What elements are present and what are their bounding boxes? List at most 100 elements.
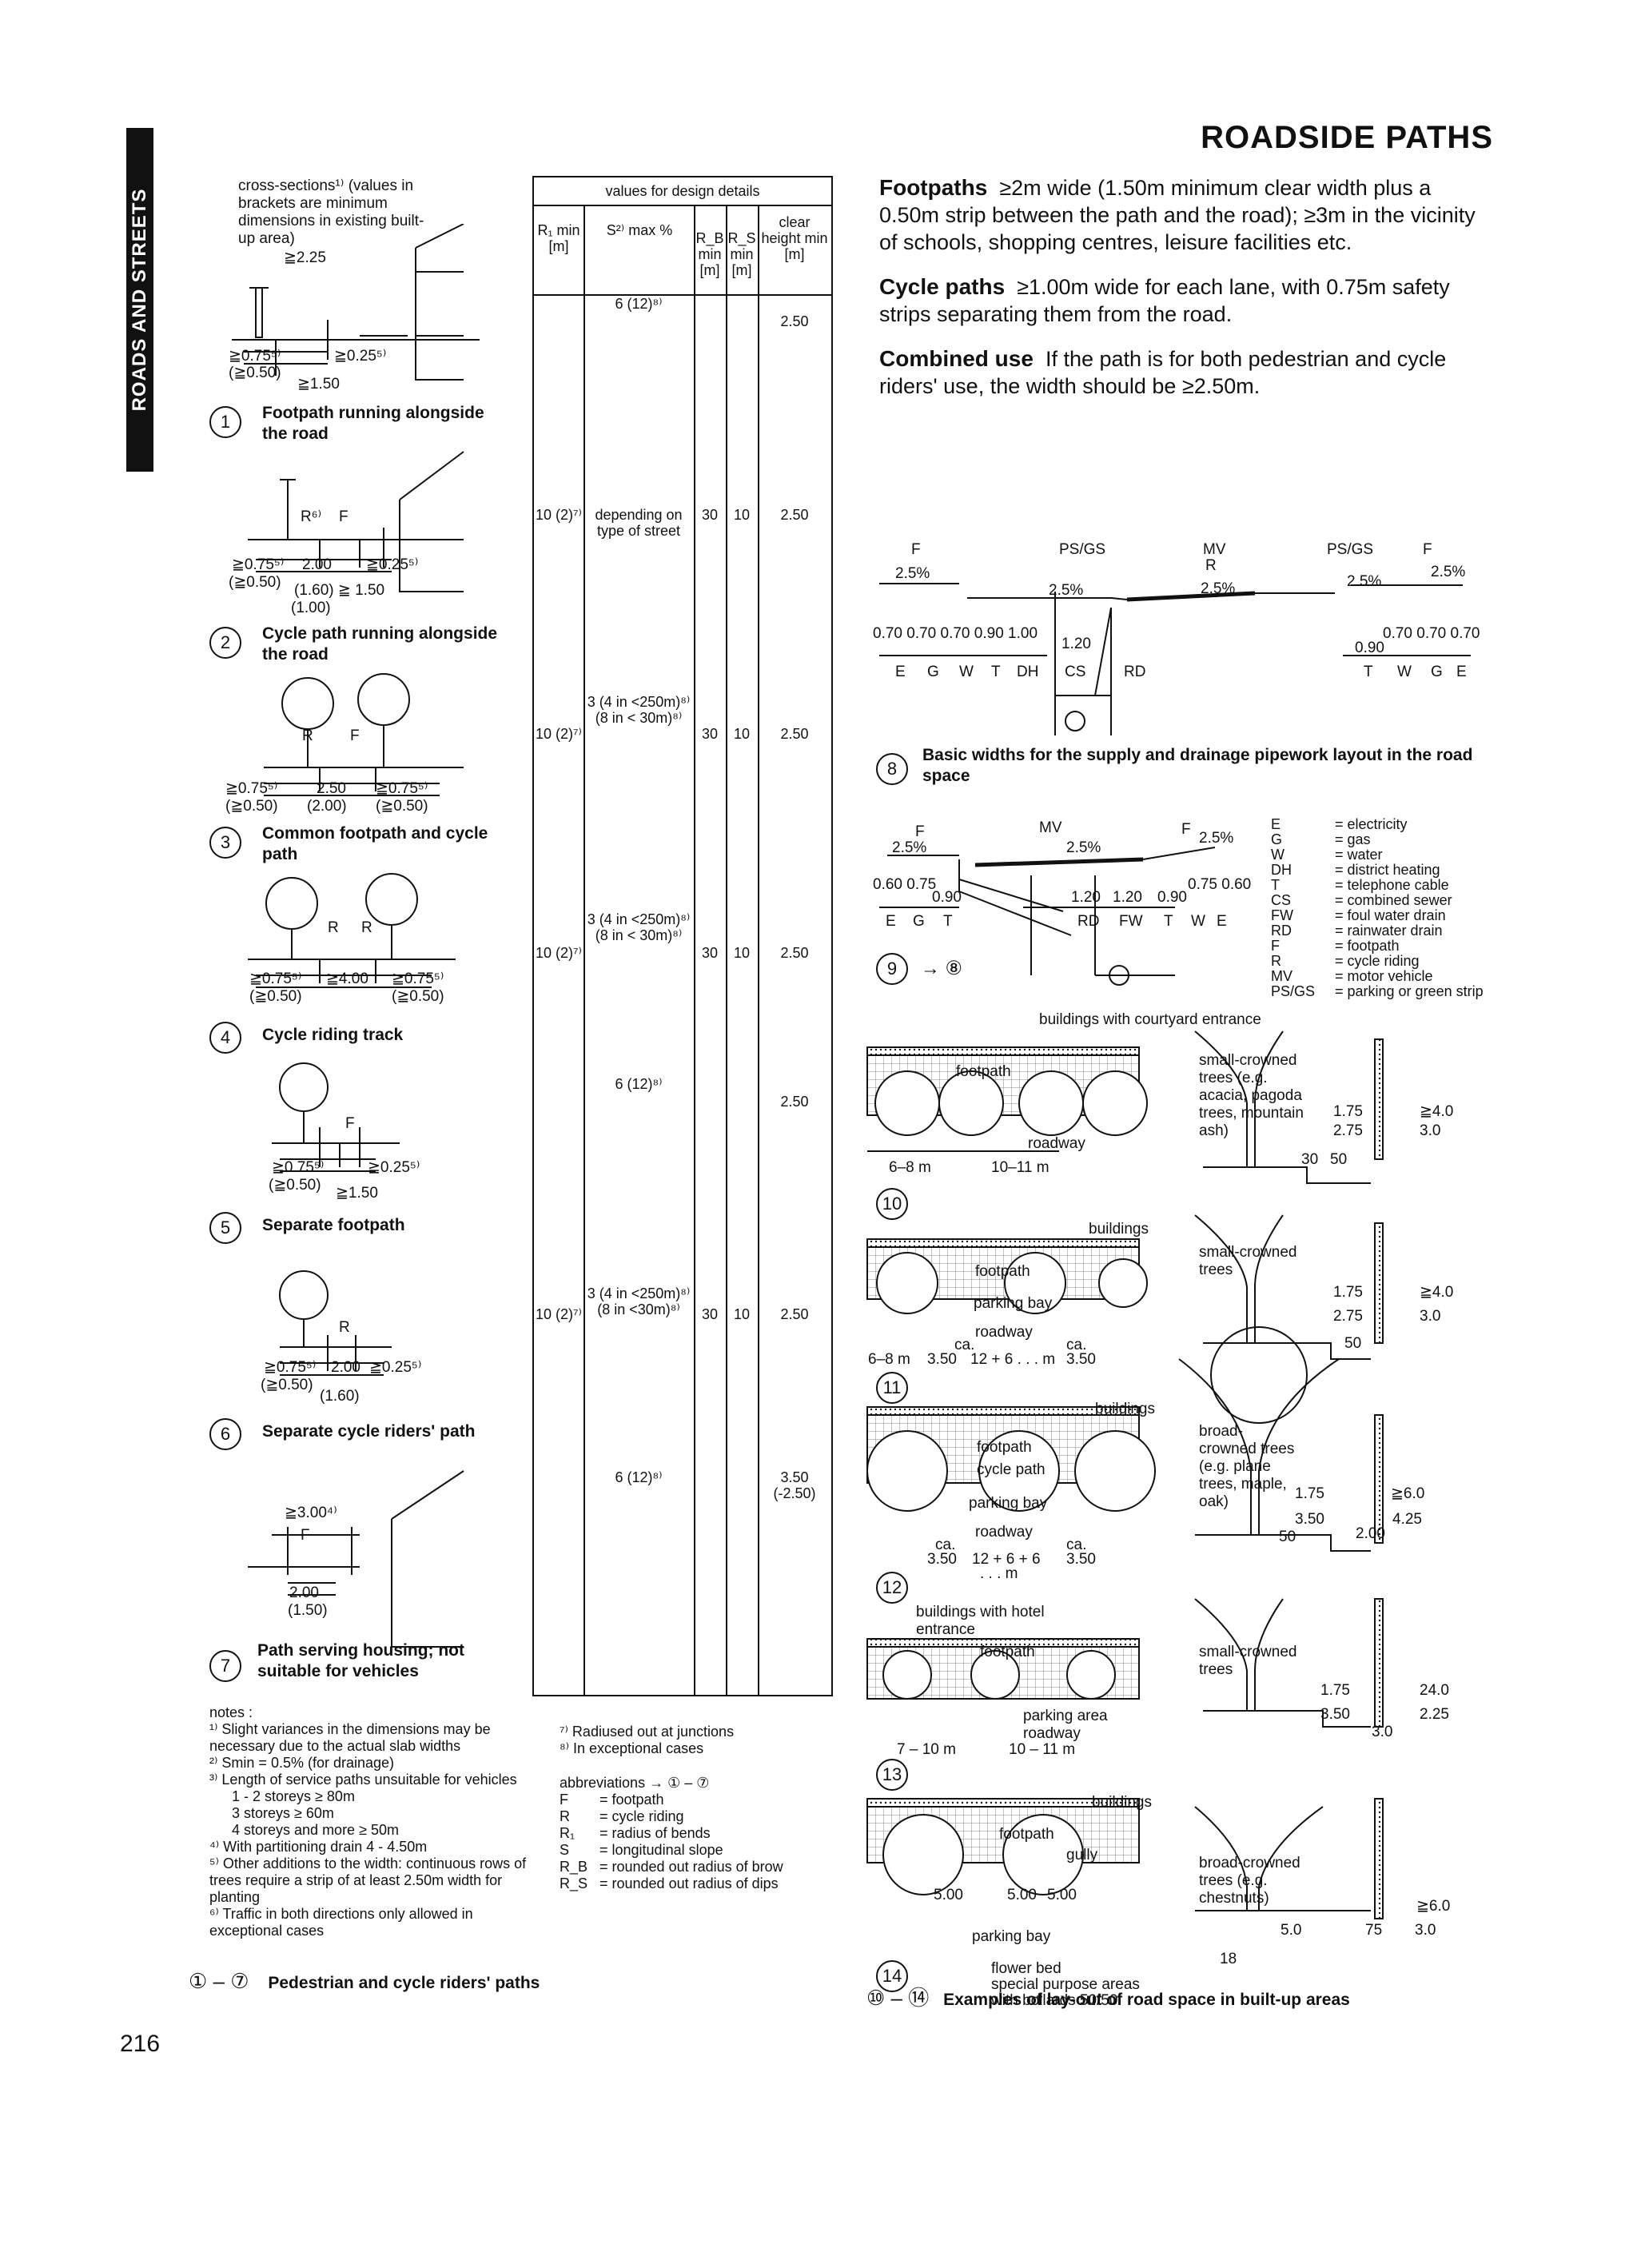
fig3-dim-right: ≧0.75⁵⁾ bbox=[376, 780, 428, 797]
l12-dim-7: 3.50 bbox=[1295, 1511, 1324, 1528]
fig8-label-r: R bbox=[1205, 557, 1217, 574]
fig6-label-r: R bbox=[339, 1319, 350, 1336]
layouts-svg bbox=[866, 1030, 1384, 1919]
table-row4-h: 2.50 bbox=[780, 945, 809, 961]
l14-gully: gully bbox=[1066, 1847, 1098, 1863]
l11-dim-4: 3.50 bbox=[1066, 1351, 1096, 1368]
l11-dim-5: 1.75 bbox=[1333, 1284, 1363, 1301]
figure-5-drawing bbox=[272, 1062, 400, 1172]
table-header-s: S²⁾ max % bbox=[606, 222, 673, 238]
fig9-pipe-g: G bbox=[913, 913, 925, 930]
figure-4-number: 4 bbox=[209, 1022, 241, 1054]
abbr-row: S= longitudinal slope bbox=[560, 1842, 723, 1858]
figure-4-drawing bbox=[248, 873, 456, 988]
fig2-dim-left-min: (≧0.50) bbox=[229, 574, 281, 591]
table-row2-rs: 10 bbox=[733, 507, 751, 523]
combined-text: If the path is for both pedestrian and c… bbox=[879, 347, 1447, 398]
legend-row: E= electricity bbox=[1271, 816, 1408, 832]
table-header-rs: R_S min [m] bbox=[727, 230, 756, 278]
table-row3-h: 2.50 bbox=[780, 726, 809, 742]
fig1-dim-width: ≧2.25 bbox=[284, 249, 326, 266]
table-row2-r1: 10 (2)⁷⁾ bbox=[536, 507, 582, 523]
fig9-slope-1: 2.5% bbox=[892, 839, 927, 856]
fig2-label-r: R⁶⁾ bbox=[301, 508, 322, 525]
legend-row: W= water bbox=[1271, 847, 1383, 863]
l12-ca-left: ca. bbox=[935, 1537, 956, 1553]
fig6-dim-right: ≧0.25⁵⁾ bbox=[369, 1359, 422, 1376]
notes-title: notes : bbox=[209, 1704, 253, 1720]
fig2-dim-bottom-min: (1.00) bbox=[291, 600, 331, 616]
figure-8-caption: 8 Basic widths for the supply and draina… bbox=[876, 745, 1500, 787]
fig3-dim-right-min: (≧0.50) bbox=[376, 798, 428, 815]
fig8-dim-cs: 1.20 bbox=[1061, 636, 1091, 652]
table-row5-s: 6 (12)⁸⁾ bbox=[615, 1076, 663, 1092]
l14-flower-bed: flower bed bbox=[991, 1960, 1061, 1977]
figure-9-number: 9 bbox=[876, 953, 908, 985]
layout-14-number: 14 bbox=[876, 1960, 908, 1992]
legend-row: MV= motor vehicle bbox=[1271, 968, 1433, 984]
combined-term: Combined use bbox=[879, 346, 1034, 371]
fig8-pipe-rd: RD bbox=[1124, 664, 1146, 680]
l11-dim-6: ≧4.0 bbox=[1420, 1284, 1454, 1301]
l14-parking: parking bay bbox=[972, 1928, 1051, 1945]
l11-dim-7: 2.75 bbox=[1333, 1308, 1363, 1325]
l13-footpath: footpath bbox=[980, 1644, 1035, 1660]
l11-ca-left: ca. bbox=[954, 1337, 975, 1353]
figure-3-drawing bbox=[264, 673, 464, 796]
fig5-dim-right: ≧0.25⁵⁾ bbox=[368, 1159, 420, 1176]
fig8-label-f-left: F bbox=[911, 541, 921, 558]
l10-dim-4: 3.0 bbox=[1420, 1122, 1441, 1139]
fig2-dim-left: ≧0.75⁵⁾ bbox=[232, 556, 285, 573]
fig9-pipe-e-right: E bbox=[1217, 913, 1227, 930]
fig8-pipe-cs: CS bbox=[1065, 664, 1086, 680]
pipework-legend: E= electricity G= gas W= water DH= distr… bbox=[1271, 817, 1484, 999]
table-row7-h: 3.50 (-2.50) bbox=[773, 1469, 816, 1501]
fig9-dim-090-left: 0.90 bbox=[932, 889, 962, 906]
legend-row: R= cycle riding bbox=[1271, 953, 1420, 969]
legend-row: T= telephone cable bbox=[1271, 877, 1449, 893]
l14-footpath: footpath bbox=[999, 1826, 1054, 1843]
figure-2-caption: 2 Cycle path running alongside the road bbox=[209, 624, 505, 665]
l12-cycle-path: cycle path bbox=[977, 1461, 1046, 1478]
note-item: 3 storeys ≥ 60m bbox=[232, 1805, 334, 1821]
l12-roadway: roadway bbox=[975, 1524, 1033, 1541]
fig7-label-f: F bbox=[301, 1527, 310, 1544]
figure-4-caption: 4 Cycle riding track bbox=[209, 1022, 505, 1054]
fig9-dim-120-a: 1.20 bbox=[1071, 889, 1101, 906]
fig8-label-mv: MV bbox=[1203, 541, 1226, 558]
figure-2-drawing bbox=[248, 451, 464, 592]
figure-6-number: 6 bbox=[209, 1418, 241, 1450]
l12-dim-9: 2.00 bbox=[1356, 1525, 1385, 1542]
figure-4-caption-text: Cycle riding track bbox=[262, 1026, 404, 1044]
note-item: 1 - 2 storeys ≥ 80m bbox=[232, 1788, 355, 1804]
side-tab: ROADS AND STREETS bbox=[126, 128, 153, 472]
legend-row: RD= rainwater drain bbox=[1271, 923, 1443, 939]
table-group-header: values for design details bbox=[534, 177, 831, 206]
fig9-dim-090-right: 0.90 bbox=[1157, 889, 1187, 906]
table-row4-rb: 30 bbox=[701, 945, 719, 961]
l11-ca-right: ca. bbox=[1066, 1337, 1087, 1353]
fig8-slope-3: 2.5% bbox=[1201, 580, 1236, 597]
figure-2-caption-text: Cycle path running alongside the road bbox=[262, 624, 498, 664]
fig2-label-f: F bbox=[339, 508, 349, 525]
l14-dim-4: ≧6.0 bbox=[1416, 1898, 1451, 1915]
legend-row: DH= district heating bbox=[1271, 862, 1440, 878]
l14-dim-1: 5.00 bbox=[934, 1887, 963, 1903]
fig8-pipe-g-right: G bbox=[1431, 664, 1443, 680]
legend-row: F= footpath bbox=[1271, 938, 1400, 954]
table-row3-r1: 10 (2)⁷⁾ bbox=[536, 726, 582, 742]
table-row2-s: depending on type of street bbox=[595, 507, 683, 539]
l13-tree-label: small-crowned trees bbox=[1199, 1644, 1297, 1678]
bottom-caption-left-nums: ① – ⑦ bbox=[189, 1969, 249, 1993]
l12-parking: parking bay bbox=[969, 1495, 1048, 1512]
fig9-pipe-t-right: T bbox=[1164, 913, 1173, 930]
fig5-dim-left-min: (≧0.50) bbox=[269, 1177, 321, 1194]
table-row3-s: 3 (4 in <250m)⁸⁾ (8 in < 30m)⁸⁾ bbox=[587, 694, 691, 726]
fig5-dim-bottom: ≧1.50 bbox=[336, 1185, 378, 1202]
l12-dim-10: 50 bbox=[1279, 1529, 1296, 1545]
fig1-dim-bottom: ≧1.50 bbox=[297, 376, 340, 393]
fig1-dim-right: ≧0.25⁵⁾ bbox=[334, 348, 387, 365]
legend-row: PS/GS= parking or green strip bbox=[1271, 983, 1484, 999]
figure-1-caption: 1 Footpath running alongside the road bbox=[209, 403, 505, 444]
footpaths-text: ≥2m wide (1.50m minimum clear width plus… bbox=[879, 176, 1476, 254]
